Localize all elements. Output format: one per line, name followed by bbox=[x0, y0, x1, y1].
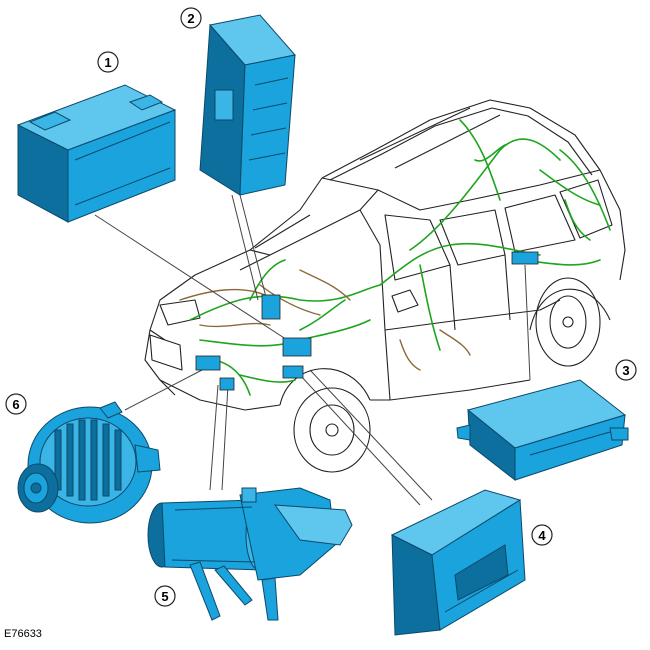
callout-3-label: 3 bbox=[622, 363, 629, 378]
callout-1-label: 1 bbox=[104, 55, 111, 70]
callout-2-label: 2 bbox=[187, 11, 194, 26]
callout-4: 4 bbox=[531, 524, 553, 546]
leader-line-5b bbox=[221, 384, 229, 491]
engine-junction-box-component bbox=[390, 489, 526, 636]
vehicle-outline bbox=[144, 99, 626, 473]
callout-6-label: 6 bbox=[12, 397, 19, 412]
leader-line-4b bbox=[309, 369, 433, 501]
starter-motor-component bbox=[147, 487, 353, 621]
callout-3: 3 bbox=[615, 359, 637, 381]
leader-line-2b bbox=[231, 194, 259, 301]
leader-line-5 bbox=[209, 384, 219, 491]
rear-junction-box-component bbox=[456, 379, 629, 482]
callout-1: 1 bbox=[97, 51, 119, 73]
leader-line-6 bbox=[124, 369, 203, 411]
callout-5: 5 bbox=[154, 585, 176, 607]
alternator-component bbox=[17, 401, 161, 524]
fuse-box-component bbox=[199, 14, 296, 196]
leader-line-2 bbox=[239, 194, 269, 306]
vehicle-mounted-modules bbox=[195, 251, 539, 391]
leader-lines bbox=[94, 194, 531, 506]
callout-2: 2 bbox=[180, 7, 202, 29]
callout-markers: 1 2 3 4 5 6 bbox=[5, 7, 637, 607]
battery-component bbox=[16, 84, 177, 223]
callout-6: 6 bbox=[5, 393, 27, 415]
callout-5-label: 5 bbox=[161, 589, 168, 604]
leader-line-1 bbox=[94, 214, 296, 346]
leader-line-3 bbox=[524, 264, 531, 381]
callout-4-label: 4 bbox=[538, 528, 546, 543]
figure-reference-code: E76633 bbox=[4, 628, 42, 640]
leader-line-4 bbox=[299, 374, 421, 506]
